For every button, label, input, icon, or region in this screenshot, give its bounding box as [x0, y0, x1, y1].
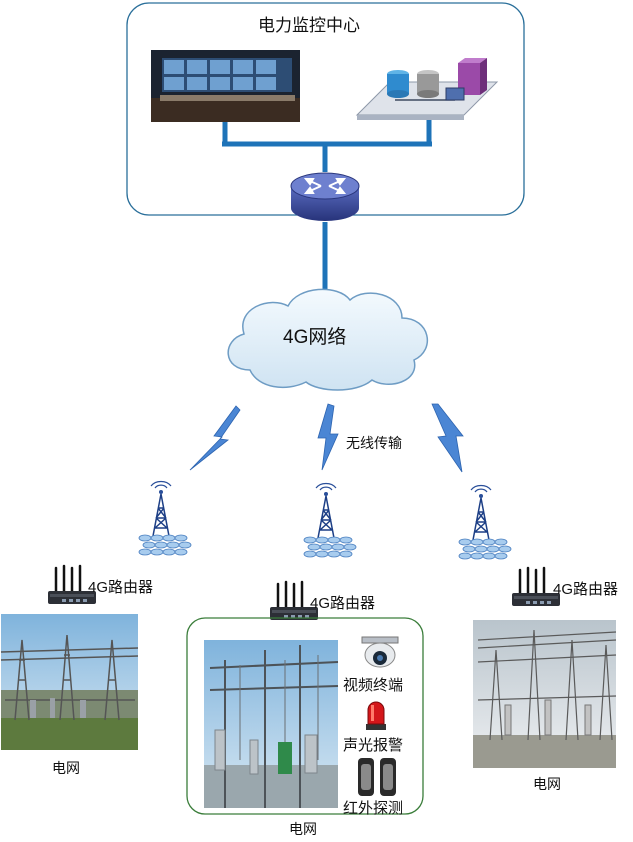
- grid-label-left: 电网: [52, 760, 80, 776]
- tower-icon-right: [458, 484, 512, 560]
- router-label-center: 4G路由器: [310, 595, 376, 612]
- server-platform: [355, 58, 499, 120]
- router-icon-center: [270, 580, 318, 620]
- tower-icon-left: [138, 480, 192, 556]
- router-label-right: 4G路由器: [553, 581, 619, 598]
- router-icon-left: [48, 564, 96, 604]
- site-box: [186, 617, 424, 815]
- camera-icon: [361, 636, 399, 668]
- grid-label-center: 电网: [289, 821, 317, 837]
- router-icon-right: [512, 566, 560, 606]
- core-router-icon: [290, 172, 360, 221]
- substation-photo-left: [0, 614, 139, 750]
- device-label-camera: 视频终端: [343, 677, 404, 694]
- device-label-infrared: 红外探测: [343, 800, 404, 817]
- infrared-detector-icon: [358, 758, 396, 796]
- control-center-title: 电力监控中心: [258, 16, 360, 35]
- wireless-label: 无线传输: [346, 435, 402, 451]
- video-wall-photo: [151, 50, 300, 122]
- grid-label-right: 电网: [533, 776, 561, 792]
- substation-photo-right: [473, 620, 617, 768]
- device-label-alarm: 声光报警: [343, 737, 404, 754]
- substation-photo-center: [204, 640, 339, 808]
- alarm-icon: [366, 701, 386, 730]
- 4g-cloud: [227, 288, 429, 391]
- router-label-left: 4G路由器: [88, 579, 154, 596]
- tower-icon-center: [303, 482, 357, 558]
- link-lines: [222, 120, 432, 290]
- network-label: 4G网络: [283, 327, 347, 348]
- wireless-bolts: [189, 403, 464, 473]
